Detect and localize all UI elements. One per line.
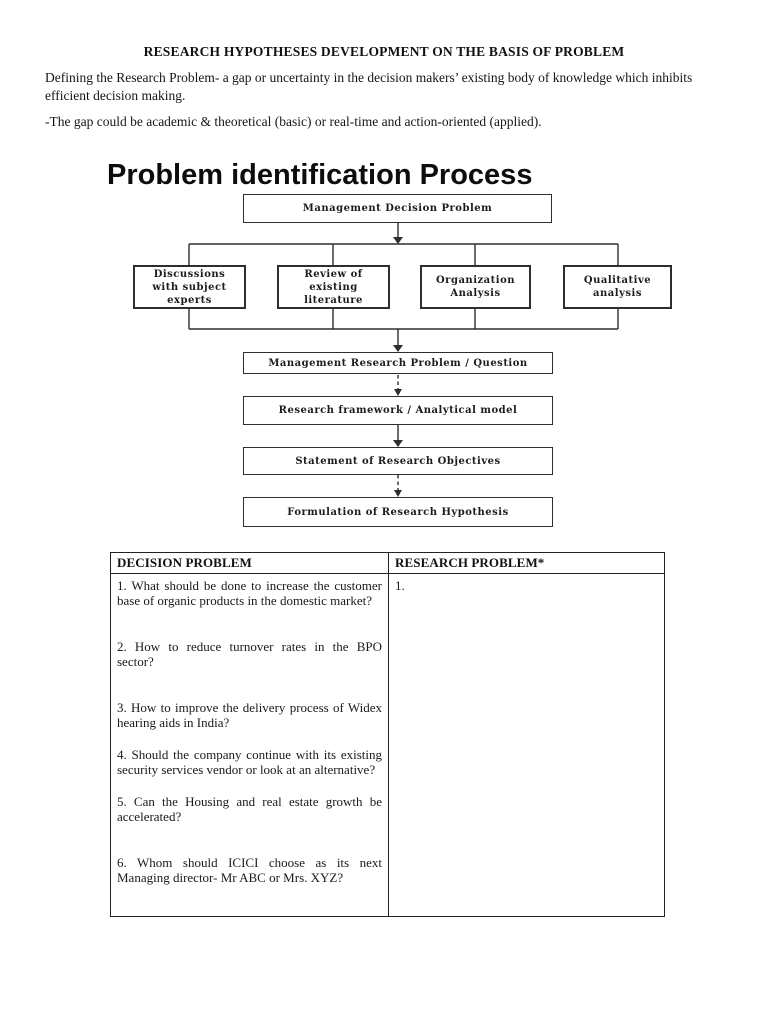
method-box-discussions: Discussions with subject experts [133, 265, 246, 309]
flow-box-research-objectives: Statement of Research Objectives [243, 447, 553, 475]
flow-box-label: Statement of Research Objectives [295, 455, 501, 467]
research-problem-cell: 1. [389, 574, 664, 916]
table-body-row: 1. What should be done to increase the c… [111, 574, 664, 916]
method-box-label: Discussions with subject experts [152, 268, 227, 306]
table-header-decision-problem: DECISION PROBLEM [111, 553, 389, 573]
method-box-label: Qualitative analysis [583, 275, 652, 299]
table-header-research-problem: RESEARCH PROBLEM* [395, 555, 545, 570]
page-title: RESEARCH HYPOTHESES DEVELOPMENT ON THE B… [143, 44, 625, 59]
decision-problem-item: 6. Whom should ICICI choose as its next … [117, 855, 382, 885]
decision-problem-cell: 1. What should be done to increase the c… [111, 574, 389, 916]
method-box-qualitative-analysis: Qualitative analysis [563, 265, 672, 309]
method-box-literature-review: Review of existing literature [277, 265, 390, 309]
arrowheads [393, 237, 403, 497]
flow-box-label: Management Research Problem / Question [268, 357, 528, 369]
flowchart-connector-lines [188, 223, 619, 497]
decision-problem-item: 2. How to reduce turnover rates in the B… [117, 639, 382, 669]
flow-box-research-hypothesis: Formulation of Research Hypothesis [243, 497, 553, 527]
method-box-label: Review of existing literature [304, 268, 363, 306]
flow-box-management-decision-problem: Management Decision Problem [243, 194, 552, 223]
decision-problem-item: 4. Should the company continue with its … [117, 747, 382, 777]
decision-problem-item: 1. What should be done to increase the c… [117, 578, 382, 608]
decision-problem-item: 5. Can the Housing and real estate growt… [117, 794, 382, 824]
flow-box-label: Formulation of Research Hypothesis [287, 506, 509, 518]
table-header-row: DECISION PROBLEM RESEARCH PROBLEM* [111, 553, 664, 574]
decision-research-table: DECISION PROBLEM RESEARCH PROBLEM* 1. Wh… [110, 552, 665, 917]
decision-problem-item: 3. How to improve the delivery process o… [117, 700, 382, 730]
flow-box-research-framework: Research framework / Analytical model [243, 396, 553, 425]
flow-box-research-problem: Management Research Problem / Question [243, 352, 553, 374]
flow-box-label: Research framework / Analytical model [278, 405, 518, 416]
method-box-label: Organization Analysis [435, 275, 516, 299]
method-box-organization-analysis: Organization Analysis [420, 265, 531, 309]
research-problem-item: 1. [395, 578, 405, 593]
intro-paragraph: Defining the Research Problem- a gap or … [45, 70, 693, 103]
note-paragraph: -The gap could be academic & theoretical… [45, 114, 542, 129]
diagram-heading: Problem identification Process [107, 159, 533, 191]
flow-box-label: Management Decision Problem [302, 203, 493, 214]
